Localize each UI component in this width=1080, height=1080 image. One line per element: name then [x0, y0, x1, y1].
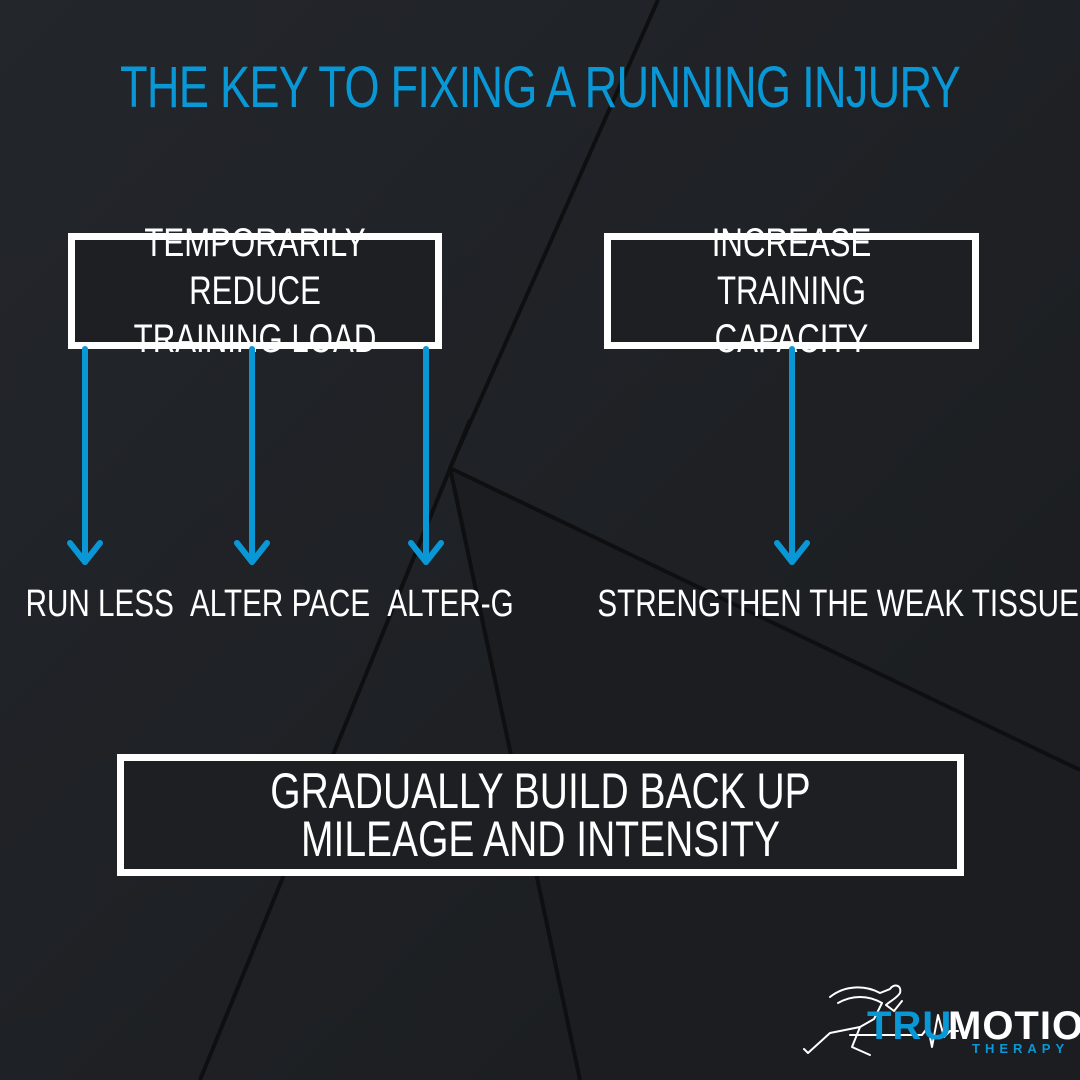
- page-title: THE KEY TO FIXING A RUNNING INJURY: [120, 55, 961, 120]
- increase-capacity-label: INCREASE TRAINING CAPACITY: [711, 221, 872, 361]
- runner-heartbeat-icon: [803, 984, 959, 1056]
- reduce-load-box: TEMPORARILY REDUCE TRAINING LOAD: [68, 221, 442, 361]
- trumotion-logo: TRU MOTION THERAPY: [790, 975, 1080, 1065]
- conclusion-box: GRADUALLY BUILD BACK UP MILEAGE AND INTE…: [117, 754, 964, 876]
- outcome-alter-pace: ALTER PACE: [190, 583, 371, 625]
- conclusion-label: GRADUALLY BUILD BACK UP MILEAGE AND INTE…: [270, 763, 811, 867]
- outcome-alter-g: ALTER-G: [387, 583, 514, 625]
- logo-therapy: THERAPY: [972, 1041, 1070, 1056]
- increase-capacity-box: INCREASE TRAINING CAPACITY: [604, 221, 979, 361]
- outcome-strengthen-tissues: STRENGTHEN THE WEAK TISSUES: [597, 583, 1080, 625]
- logo-motion: MOTION: [948, 1004, 1080, 1048]
- logo-tru: TRU: [867, 1004, 953, 1048]
- reduce-load-label: TEMPORARILY REDUCE TRAINING LOAD: [133, 221, 377, 361]
- outcome-run-less: RUN LESS: [25, 583, 174, 625]
